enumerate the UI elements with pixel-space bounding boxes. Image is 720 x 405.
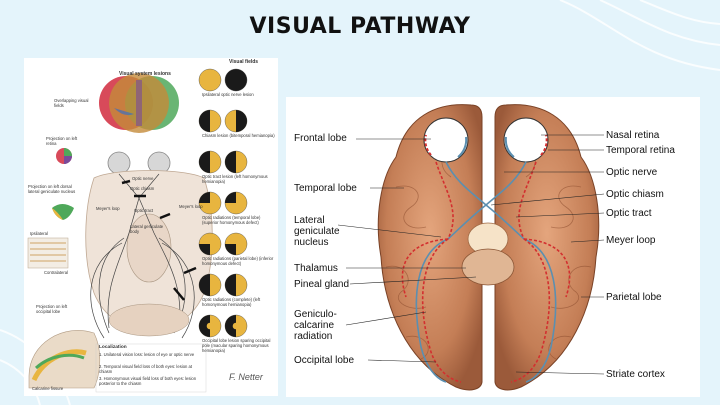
localization-heading: Localization xyxy=(99,345,127,350)
label-optic-tract: Optic tract xyxy=(134,208,154,213)
visual-field-left-eye xyxy=(198,68,222,92)
thalamus-region xyxy=(461,248,515,286)
label-optic-nerve: Optic nerve xyxy=(606,167,658,178)
visual-field-left-eye xyxy=(198,314,222,338)
visual-field-right-eye xyxy=(224,68,248,92)
field-defect-caption: Ipsilateral optic nerve lesion xyxy=(202,92,254,97)
overlapping-visual-fields xyxy=(99,73,179,133)
fields-header: Visual fields xyxy=(229,59,259,65)
field-defect-caption: Chiasm lesion (bitemporal hemianopia) xyxy=(202,133,275,138)
visual-field-right-eye xyxy=(224,232,248,256)
label-projection-lgn: Projection on left dorsal lateral genicu… xyxy=(28,184,76,194)
label-calcarine-fissure: Calcarine fissure xyxy=(32,386,64,391)
visual-field-left-eye xyxy=(198,273,222,297)
visual-field-left-eye xyxy=(198,191,222,215)
visual-field-right-eye xyxy=(224,273,248,297)
visual-field-left-eye xyxy=(198,232,222,256)
optic-pathways xyxy=(401,161,571,383)
field-defect-caption: Occipital lobe lesion sparing occipital … xyxy=(202,338,271,353)
label-optic-tract: Optic tract xyxy=(606,208,652,219)
label-temporal-retina: Temporal retina xyxy=(606,145,675,156)
visual-field-right-eye xyxy=(224,191,248,215)
right-hemisphere xyxy=(494,104,600,391)
left-eyeball xyxy=(423,117,469,163)
visual-field-right-eye xyxy=(224,150,248,174)
visual-field-columns xyxy=(198,68,248,338)
label-occipital-lobe: Occipital lobe xyxy=(294,355,355,366)
label-projection-retina: Projection on left retina xyxy=(46,136,78,146)
lgn-layer-strip xyxy=(27,237,69,269)
visual-field-right-eye xyxy=(224,109,248,133)
label-meyer-loop: Meyer loop xyxy=(606,235,656,246)
label-thalamus: Thalamus xyxy=(294,263,338,274)
label-ipsilateral: Ipsilateral xyxy=(30,231,48,236)
visual-pathway-lesion-diagram: F. Netter xyxy=(27,73,264,393)
field-defect-caption: Optic radiations (parietal lobe) (inferi… xyxy=(202,256,274,266)
label-lateral-geniculate-nucleus: Lateral geniculate nucleus xyxy=(294,215,340,248)
lateral-brain-view xyxy=(28,330,101,389)
label-optic-chiasm: Optic chiasm xyxy=(606,189,664,200)
field-defect-caption: Optic tract lesion (left homonymous hemi… xyxy=(202,174,268,184)
slide-title: VISUAL PATHWAY xyxy=(249,14,471,39)
visual-field-right-eye xyxy=(224,314,248,338)
localization-item: 3. Homonymous visual field loss of both … xyxy=(99,376,197,386)
netter-visual-lesions-figure: F. Netter Visual system lesions Visual f… xyxy=(24,58,278,396)
label-nasal-retina: Nasal retina xyxy=(606,130,660,141)
label-parietal-lobe: Parietal lobe xyxy=(606,292,662,303)
brain-inferior-view-figure: Frontal lobe Temporal lobe Lateral genic… xyxy=(286,97,700,397)
field-defect-caption: Optic radiations (complete) (left homony… xyxy=(202,297,261,307)
label-projection-occipital: Projection on left occipital lobe xyxy=(36,304,68,314)
label-meyers-loop-left: Meyer's loop xyxy=(96,206,120,211)
label-pineal-gland: Pineal gland xyxy=(294,279,350,290)
netter-signature: F. Netter xyxy=(229,372,264,382)
label-overlapping-fields: Overlapping visual fields xyxy=(54,98,89,108)
label-optic-nerve: Optic nerve xyxy=(132,176,154,181)
brain-inferior-view-illustration xyxy=(337,104,605,391)
localization-item: 2. Temporal visual field loss of both ey… xyxy=(99,364,193,374)
label-geniculo-calcarine-radiation: Geniculo-calcarine radiation xyxy=(294,309,337,342)
label-frontal-lobe: Frontal lobe xyxy=(294,133,347,144)
leader-lines xyxy=(337,134,605,375)
left-eye xyxy=(107,151,131,175)
label-meyers-loop-right: Meyer's loop xyxy=(179,204,203,209)
label-temporal-lobe: Temporal lobe xyxy=(294,183,357,194)
label-contralateral: Contralateral xyxy=(44,270,68,275)
label-lgn: Lateral geniculate body xyxy=(130,224,164,234)
lesions-header: Visual system lesions xyxy=(119,71,171,77)
localization-item: 1. Unilateral vision loss: lesion of eye… xyxy=(99,352,195,357)
right-eyeball xyxy=(503,117,549,163)
visual-field-left-eye xyxy=(198,109,222,133)
visual-field-left-eye xyxy=(198,150,222,174)
localization-box xyxy=(95,343,207,393)
left-hemisphere xyxy=(377,104,483,391)
label-striate-cortex: Striate cortex xyxy=(606,369,665,380)
field-defect-caption: Optic radiations (temporal lobe) (superi… xyxy=(202,215,261,225)
label-optic-chiasm: Optic chiasm xyxy=(130,186,155,191)
